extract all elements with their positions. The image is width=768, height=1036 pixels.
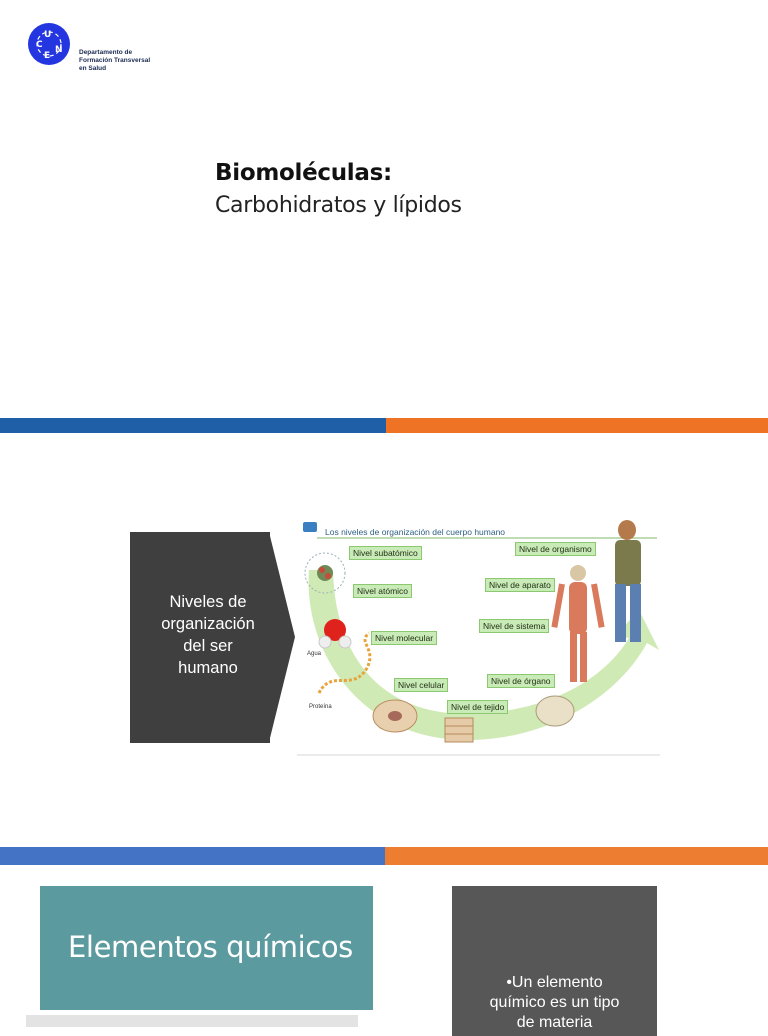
organization-levels-figure: Los niveles de organización del cuerpo h… <box>297 518 660 756</box>
heading-box <box>40 886 373 1010</box>
logo-letter-u: U <box>44 30 51 40</box>
levels-label-arrow <box>269 532 295 742</box>
divider-bar-blue <box>0 418 386 433</box>
levels-label-text: Niveles de organización del ser humano <box>138 591 278 679</box>
logo-letter-c: C <box>36 40 43 50</box>
level-tag-apparatus: Nivel de aparato <box>485 578 555 592</box>
slide-subtitle: Carbohidratos y lípidos <box>215 193 462 218</box>
slide-title: Biomoléculas: <box>215 160 392 186</box>
divider-bar-blue <box>0 847 385 865</box>
definition-line: químico es un tipo <box>489 994 620 1011</box>
definition-box <box>452 886 657 1036</box>
divider-bar-orange <box>385 847 768 865</box>
level-tag-organism: Nivel de organismo <box>515 542 596 556</box>
levels-label-line: Niveles de <box>169 593 247 611</box>
ucen-logo: U C E N <box>28 23 70 65</box>
department-line: Formación Transversal <box>79 57 151 64</box>
department-label: Departamento de Formación Transversal en… <box>79 49 150 73</box>
definition-line: de materia <box>516 1014 593 1031</box>
levels-label-line: humano <box>178 659 238 677</box>
section-heading: Elementos químicos <box>68 930 353 964</box>
level-tag-system: Nivel de sistema <box>479 619 550 633</box>
logo-letter-n: N <box>55 45 63 55</box>
organization-levels-illustration <box>297 520 660 756</box>
caption-protein: Proteína <box>309 704 332 710</box>
definition-line: •Un elemento <box>506 974 603 991</box>
level-tag-tissue: Nivel de tejido <box>447 700 509 714</box>
logo-letter-e: E <box>44 51 50 61</box>
level-tag-cellular: Nivel celular <box>394 678 449 692</box>
level-tag-atomic: Nivel atómico <box>353 584 413 598</box>
level-tag-organ: Nivel de órgano <box>487 674 555 688</box>
caption-water: Agua <box>307 651 322 657</box>
level-tag-molecular: Nivel molecular <box>371 631 438 645</box>
department-line: en Salud <box>79 65 107 72</box>
department-line: Departamento de <box>79 49 133 56</box>
levels-label-line: organización <box>161 615 255 633</box>
levels-label-line: del ser <box>183 637 233 655</box>
slide-1: U C E N Departamento de Formación Transv… <box>0 0 768 432</box>
divider-bar-orange <box>386 418 768 433</box>
content-strip <box>26 1015 358 1027</box>
definition-text: •Un elemento químico es un tipo de mater… <box>452 973 657 1033</box>
level-tag-subatomic: Nivel subatómico <box>349 546 422 560</box>
levels-label-box <box>130 532 270 743</box>
figure-title: Los niveles de organización del cuerpo h… <box>325 527 506 537</box>
